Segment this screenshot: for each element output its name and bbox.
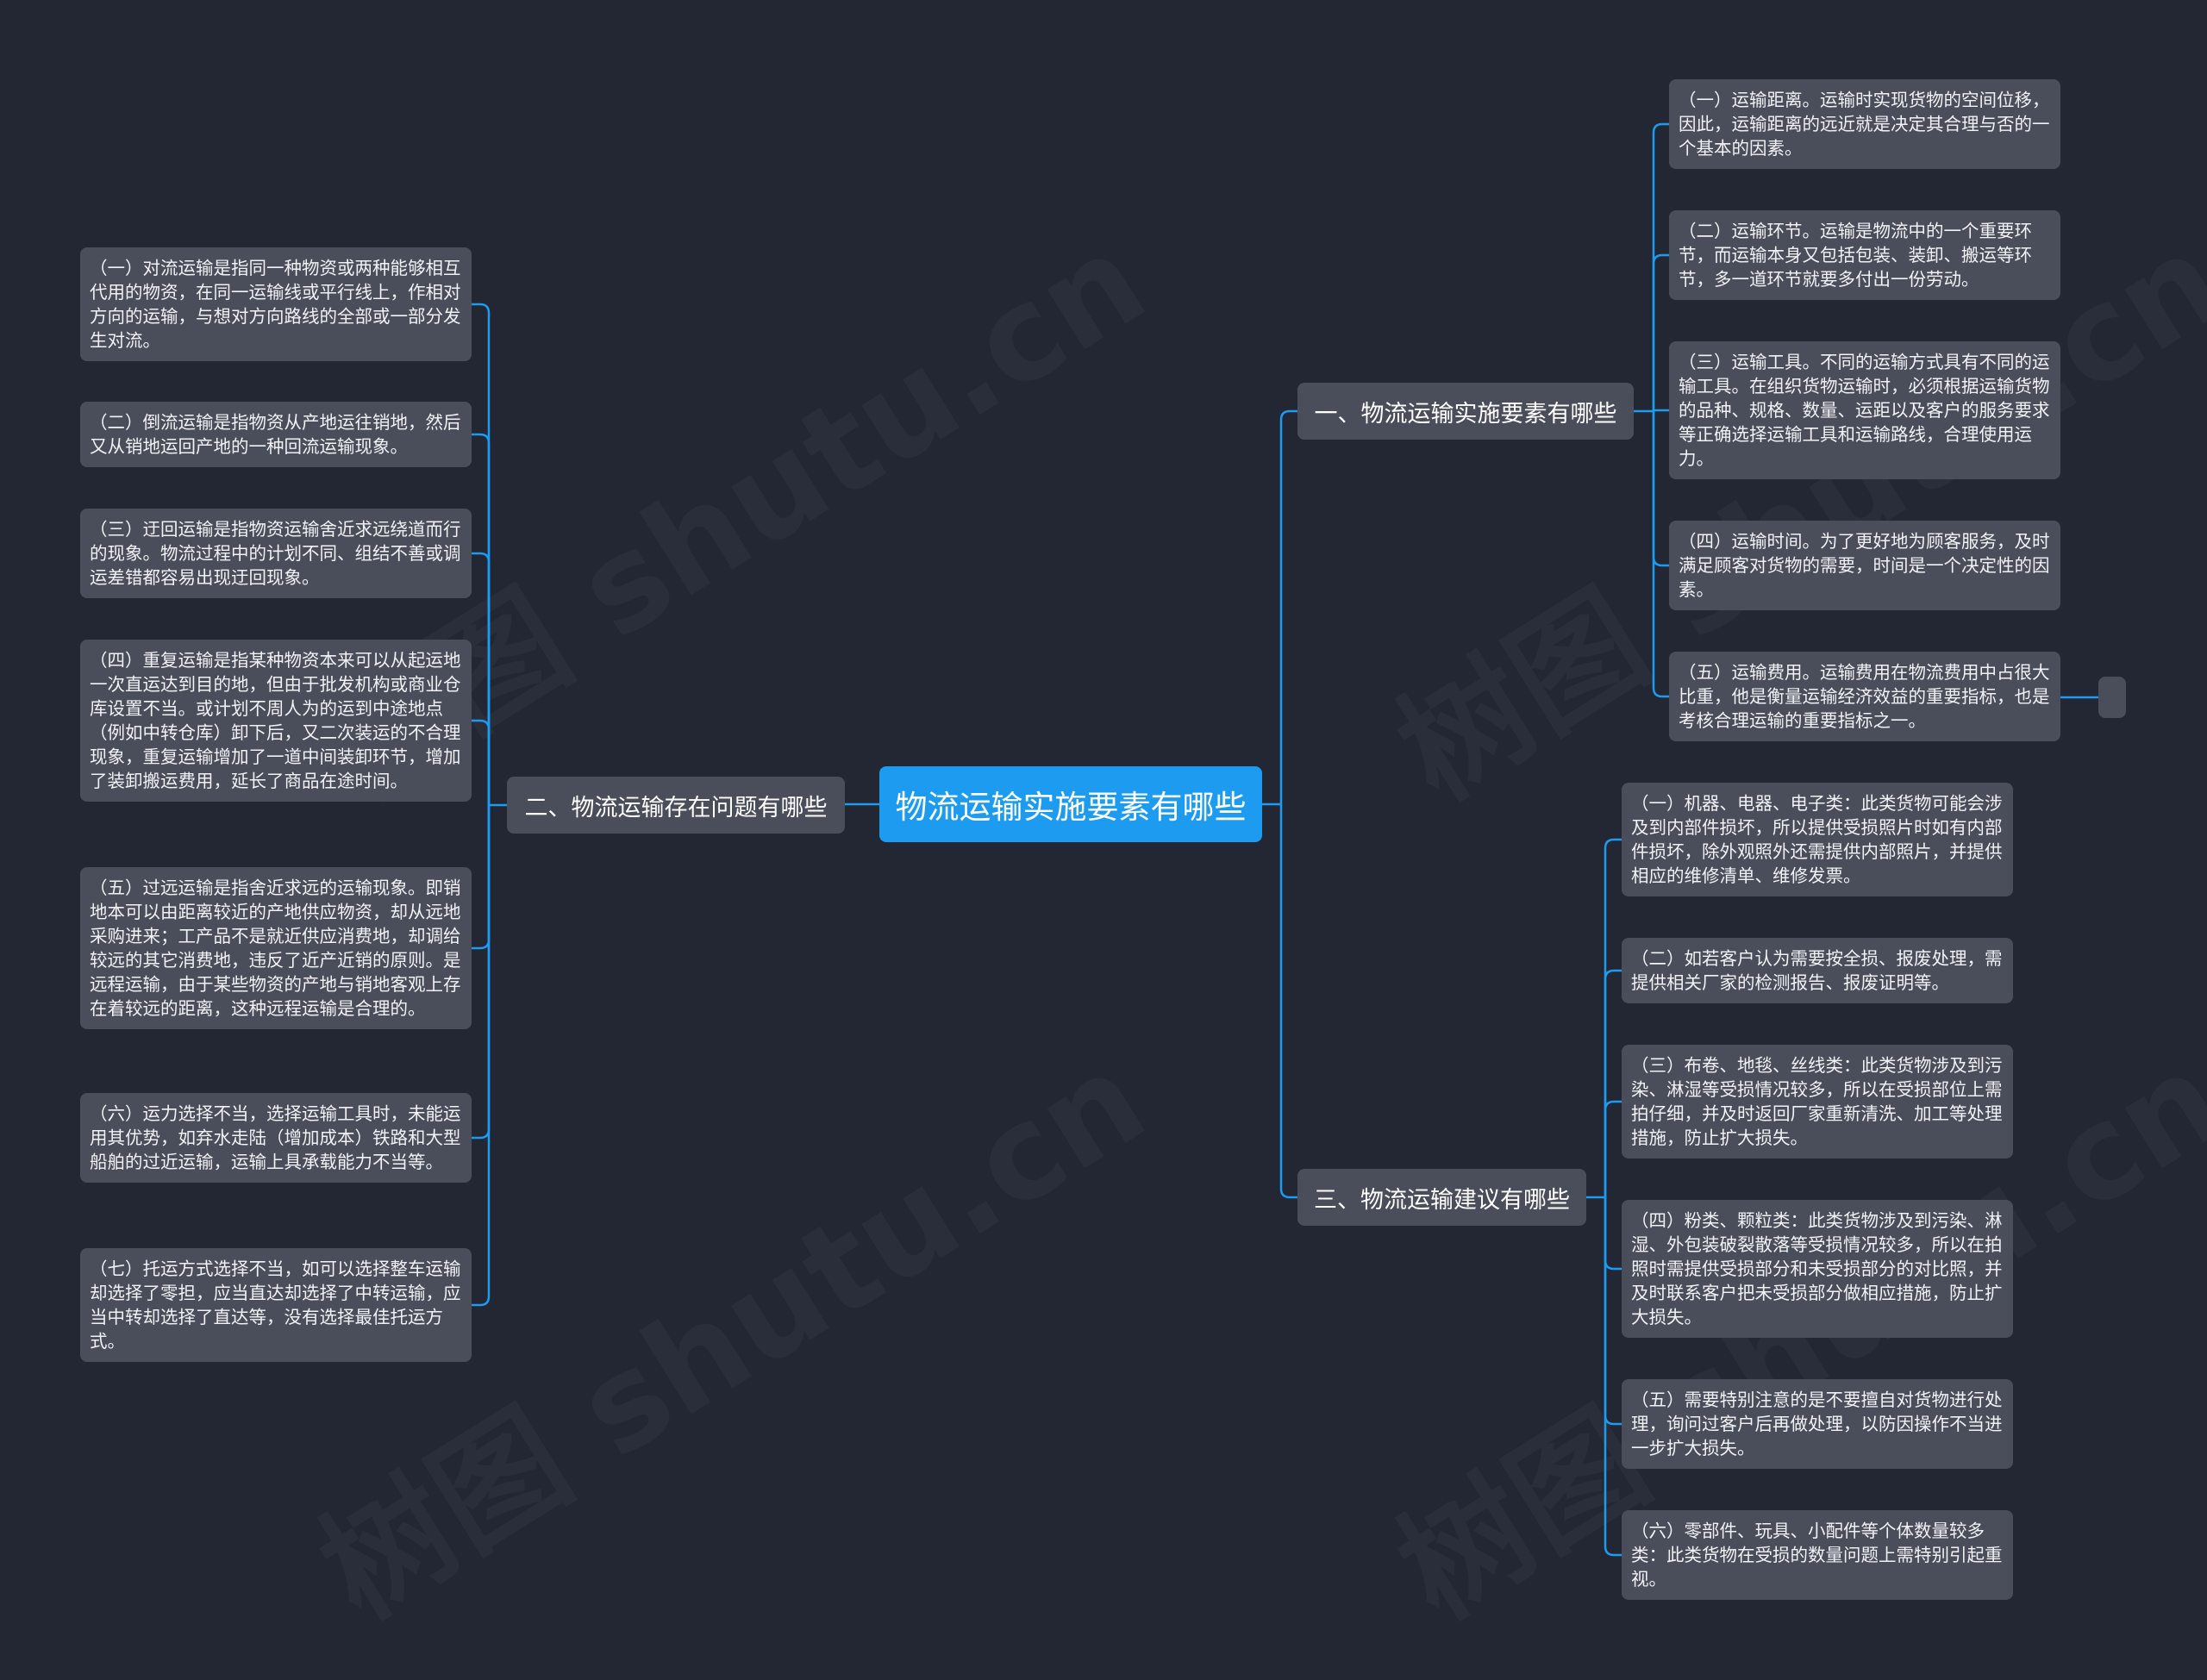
connector-line <box>1604 1197 1622 1271</box>
connector-line <box>1604 969 1622 1197</box>
list-item[interactable]: （二）如若客户认为需要按全损、报废处理，需提供相关厂家的检测报告、报废证明等。 <box>1622 938 2013 1003</box>
list-item[interactable]: （五）运输费用。运输费用在物流费用中占很大比重，他是衡量运输经济效益的重要指标，… <box>1669 652 2060 741</box>
connector-line <box>1604 1197 1622 1426</box>
connector-line <box>472 805 491 950</box>
list-item[interactable]: （五）需要特别注意的是不要擅自对货物进行处理，询问过客户后再做处理，以防因操作不… <box>1622 1379 2013 1469</box>
connector-line <box>472 552 491 805</box>
list-item[interactable]: （四）粉类、颗粒类：此类货物涉及到污染、淋湿、外包装破裂散落等受损情况较多，所以… <box>1622 1200 2013 1338</box>
connector-line <box>1279 409 1297 804</box>
list-item[interactable]: （四）重复运输是指某种物资本来可以从起运地一次直运达到目的地，但由于批发机构或商… <box>80 640 472 802</box>
list-item[interactable]: （三）布卷、地毯、丝线类：此类货物涉及到污染、淋湿等受损情况较多，所以在受损部位… <box>1622 1045 2013 1159</box>
list-item[interactable]: （七）托运方式选择不当，如可以选择整车运输却选择了零担，应当直达却选择了中转运输… <box>80 1248 472 1362</box>
list-item[interactable]: （一）运输距离。运输时实现货物的空间位移，因此，运输距离的远近就是决定其合理与否… <box>1669 79 2060 169</box>
connector-line <box>1279 804 1297 1199</box>
root-topic[interactable]: 物流运输实施要素有哪些 <box>879 766 1262 842</box>
connector-line <box>1604 838 1622 1197</box>
branch-suggestions[interactable]: 三、物流运输建议有哪些 <box>1297 1169 1586 1226</box>
list-item[interactable]: （五）过远运输是指舍近求远的运输现象。即销地本可以由距离较近的产地供应物资，却从… <box>80 867 472 1029</box>
connector-line <box>472 719 491 805</box>
connector-line <box>1604 1197 1622 1557</box>
list-item[interactable]: （四）运输时间。为了更好地为顾客服务，及时满足顾客对货物的需要，时间是一个决定性… <box>1669 521 2060 610</box>
list-item[interactable]: （六）零部件、玩具、小配件等个体数量较多类：此类货物在受损的数量问题上需特别引起… <box>1622 1510 2013 1600</box>
branch-implementation-factors[interactable]: 一、物流运输实施要素有哪些 <box>1297 383 1634 440</box>
connector-line <box>1652 409 1669 412</box>
connector-line <box>472 433 491 805</box>
collapsed-child-node[interactable] <box>2098 677 2126 718</box>
branch-existing-problems[interactable]: 二、物流运输存在问题有哪些 <box>507 777 845 834</box>
list-item[interactable]: （三）迂回运输是指物资运输舍近求远绕道而行的现象。物流过程中的计划不同、组结不善… <box>80 509 472 598</box>
connector-line <box>1652 411 1669 698</box>
connector-line <box>472 303 491 805</box>
list-item[interactable]: （二）倒流运输是指物资从产地运往销地，然后又从销地运回产地的一种回流运输现象。 <box>80 402 472 467</box>
connector-line <box>472 805 491 1140</box>
connector-line <box>1652 253 1669 411</box>
list-item[interactable]: （一）机器、电器、电子类：此类货物可能会涉及到内部件损坏，所以提供受损照片时如有… <box>1622 783 2013 896</box>
connector-line <box>1652 122 1669 411</box>
list-item[interactable]: （三）运输工具。不同的运输方式具有不同的运输工具。在组织货物运输时，必须根据运输… <box>1669 341 2060 479</box>
connector-line <box>1652 411 1669 567</box>
list-item[interactable]: （六）运力选择不当，选择运输工具时，未能运用其优势，如弃水走陆（增加成本）铁路和… <box>80 1093 472 1183</box>
connector-line <box>1604 1100 1622 1197</box>
list-item[interactable]: （二）运输环节。运输是物流中的一个重要环节，而运输本身又包括包装、装卸、搬运等环… <box>1669 210 2060 300</box>
connector-line <box>472 805 491 1307</box>
list-item[interactable]: （一）对流运输是指同一种物资或两种能够相互代用的物资，在同一运输线或平行线上，作… <box>80 247 472 361</box>
